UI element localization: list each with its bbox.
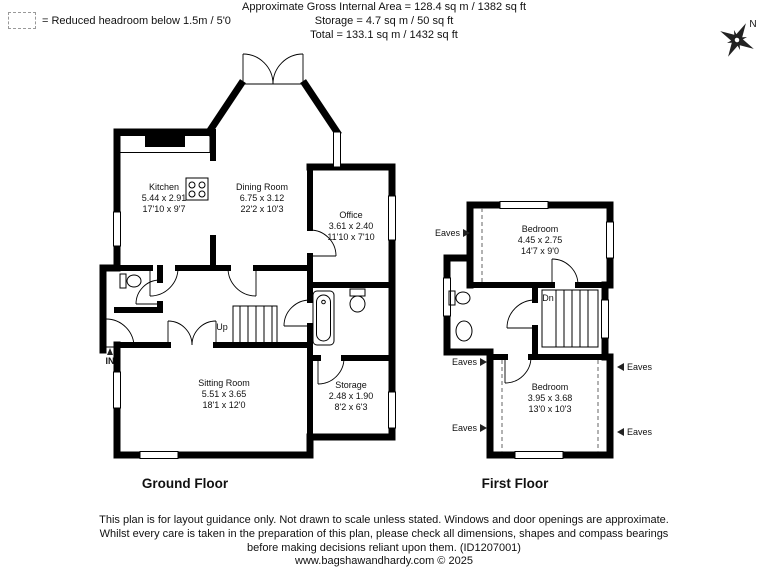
svg-text:22'2 x 10'3: 22'2 x 10'3: [241, 204, 284, 214]
svg-text:8'2 x 6'3: 8'2 x 6'3: [335, 402, 368, 412]
eaves-arrow: [480, 424, 487, 432]
svg-text:2.48 x 1.90: 2.48 x 1.90: [329, 391, 374, 401]
bathroom-toilet-icon: [349, 288, 366, 313]
window: [113, 371, 121, 409]
svg-text:14'7 x 9'0: 14'7 x 9'0: [521, 246, 559, 256]
ground-windows: [113, 131, 396, 459]
basin-icon: [455, 320, 473, 342]
first-windows: [443, 201, 614, 459]
window: [514, 451, 564, 459]
svg-text:5.44 x 2.91: 5.44 x 2.91: [142, 193, 187, 203]
ground-interior-walls: [114, 129, 395, 440]
kitchen-counter-icon: [119, 132, 211, 201]
svg-text:3.61 x 2.40: 3.61 x 2.40: [329, 221, 374, 231]
wc-toilet-icon: [119, 273, 142, 289]
eaves-label: Eaves: [452, 357, 478, 367]
window: [388, 195, 396, 241]
eaves-arrow: [480, 358, 487, 366]
svg-text:4.45 x 2.75: 4.45 x 2.75: [518, 235, 563, 245]
disclaimer-line-2: Whilst every care is taken in the prepar…: [99, 528, 669, 540]
eaves-label: Eaves: [452, 423, 478, 433]
storage-label: Storage: [335, 380, 367, 390]
appliance-icon: [145, 132, 185, 147]
window: [388, 391, 396, 429]
eaves-label: Eaves: [627, 362, 653, 372]
window: [601, 299, 609, 339]
bath-icon: [312, 290, 335, 346]
first-toilet-icon: [448, 290, 471, 306]
bedroom2-label: Bedroom: [532, 382, 569, 392]
entrance-arrow: [107, 348, 113, 355]
gross-internal-area: Approximate Gross Internal Area = 128.4 …: [241, 1, 526, 13]
first-room-labels: Bedroom 4.45 x 2.75 14'7 x 9'0 Bedroom 3…: [435, 224, 653, 437]
window: [139, 451, 179, 459]
first-floor-plan: Bedroom 4.45 x 2.75 14'7 x 9'0 Bedroom 3…: [435, 201, 653, 459]
credit-line: www.bagshawandhardy.com © 2025: [295, 555, 473, 567]
hob-icon: [185, 177, 209, 201]
dn-label: Dn: [542, 293, 554, 303]
ground-floor-title: Ground Floor: [141, 476, 229, 491]
office-label: Office: [339, 210, 362, 220]
eaves-label: Eaves: [435, 228, 461, 238]
disclaimer-line-3: before making decisions reliant upon the…: [247, 542, 521, 554]
area-summary: Approximate Gross Internal Area = 128.4 …: [0, 0, 768, 42]
ground-floor-plan: Kitchen 5.44 x 2.91 17'10 x 9'7 Dining R…: [99, 53, 396, 459]
up-label: Up: [216, 322, 228, 332]
window: [606, 221, 614, 259]
window: [113, 211, 121, 247]
eaves-arrow: [463, 229, 470, 237]
in-label: IN: [106, 356, 115, 366]
legend-label: = Reduced headroom below 1.5m / 5'0: [42, 14, 231, 27]
svg-text:3.95 x 3.68: 3.95 x 3.68: [528, 393, 573, 403]
svg-text:5.51 x 3.65: 5.51 x 3.65: [202, 389, 247, 399]
compass-rose: N: [720, 19, 757, 57]
svg-text:6.75 x 3.12: 6.75 x 3.12: [240, 193, 285, 203]
first-stairs: [541, 289, 599, 348]
disclaimer-line-1: This plan is for layout guidance only. N…: [99, 514, 669, 526]
north-label: N: [749, 19, 756, 30]
reduced-headroom-swatch: [8, 12, 36, 29]
first-doors: [504, 258, 579, 384]
eaves-arrow: [617, 428, 624, 436]
bedroom1-label: Bedroom: [522, 224, 559, 234]
ground-stairs: [232, 305, 278, 346]
ground-room-labels: Kitchen 5.44 x 2.91 17'10 x 9'7 Dining R…: [106, 182, 375, 412]
dining-room-label: Dining Room: [236, 182, 288, 192]
storage-area: Storage = 4.7 sq m / 50 sq ft: [314, 15, 454, 27]
eaves-label: Eaves: [627, 427, 653, 437]
svg-text:17'10 x 9'7: 17'10 x 9'7: [143, 204, 186, 214]
svg-text:13'0 x 10'3: 13'0 x 10'3: [529, 404, 572, 414]
eaves-zones: [481, 208, 599, 452]
svg-text:18'1 x 12'0: 18'1 x 12'0: [203, 400, 246, 410]
kitchen-label: Kitchen: [149, 182, 179, 192]
svg-text:11'10 x 7'10: 11'10 x 7'10: [327, 232, 374, 242]
ground-doors: [105, 53, 345, 385]
sitting-room-label: Sitting Room: [198, 378, 250, 388]
window: [499, 201, 549, 209]
first-floor-title: First Floor: [481, 476, 549, 491]
total-area: Total = 133.1 sq m / 1432 sq ft: [310, 29, 458, 41]
eaves-arrow: [617, 363, 624, 371]
first-interior-walls: [467, 282, 613, 360]
window: [333, 131, 341, 168]
window: [443, 277, 451, 317]
legend: = Reduced headroom below 1.5m / 5'0: [8, 12, 231, 29]
disclaimer: This plan is for layout guidance only. N…: [0, 513, 768, 555]
